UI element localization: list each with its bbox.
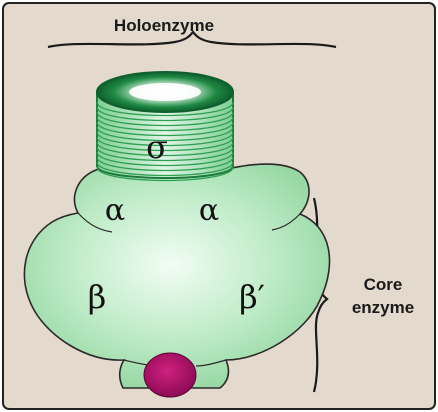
alpha-left-label: α <box>105 193 125 228</box>
holoenzyme-brace <box>47 30 337 49</box>
sigma-band-line <box>96 111 234 127</box>
sigma-band-line <box>96 161 234 177</box>
sigma-label: σ <box>146 128 168 166</box>
sigma-band-line <box>96 146 234 162</box>
sigma-band-line <box>96 136 234 152</box>
sigma-band-line <box>96 156 234 172</box>
sigma-band-line <box>96 126 234 142</box>
core-label-line1: Core <box>364 275 403 294</box>
beta-label: β <box>88 278 107 316</box>
sigma-band-line <box>96 101 234 117</box>
sigma-subunit <box>96 71 234 182</box>
sigma-band-line <box>96 141 234 157</box>
sigma-band-line <box>96 131 234 147</box>
sigma-band-line <box>96 121 234 137</box>
beta-prime-label: β′ <box>239 278 265 316</box>
sigma-band-line <box>96 106 234 122</box>
sigma-band-line <box>96 166 234 182</box>
alpha-right-label: α <box>199 193 219 228</box>
sigma-band-line <box>96 151 234 167</box>
holoenzyme-label: Holoenzyme <box>114 16 214 35</box>
core-label-line2: enzyme <box>352 298 414 317</box>
sigma-band-line <box>96 116 234 132</box>
magenta-blob <box>143 352 197 398</box>
